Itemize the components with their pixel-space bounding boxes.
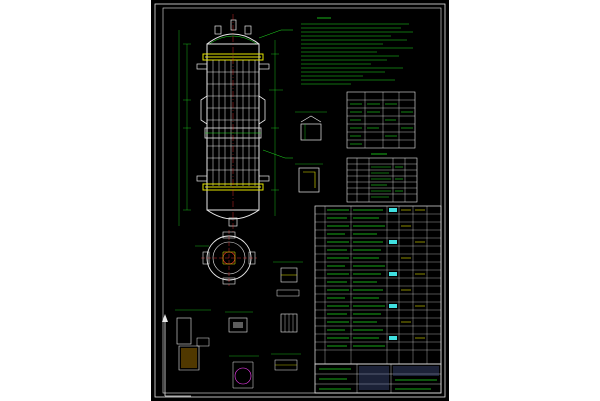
drawing-frame-inner (162, 7, 442, 394)
nozzle-table (346, 153, 418, 203)
ucs-axis-icon (162, 314, 191, 397)
cad-drawing-viewport[interactable] (151, 0, 449, 401)
cad-drawing-canvas[interactable] (151, 0, 449, 401)
top-section-view (195, 230, 257, 286)
lower-detail-views (162, 309, 301, 397)
technical-notes (301, 17, 413, 85)
column-elevation (178, 14, 293, 232)
design-data-table (346, 91, 416, 149)
parts-list (314, 205, 442, 365)
title-block (314, 363, 442, 394)
drawing-frame-outer (154, 3, 446, 398)
detail-views-middle (295, 111, 327, 193)
detail-section-c (273, 261, 303, 297)
